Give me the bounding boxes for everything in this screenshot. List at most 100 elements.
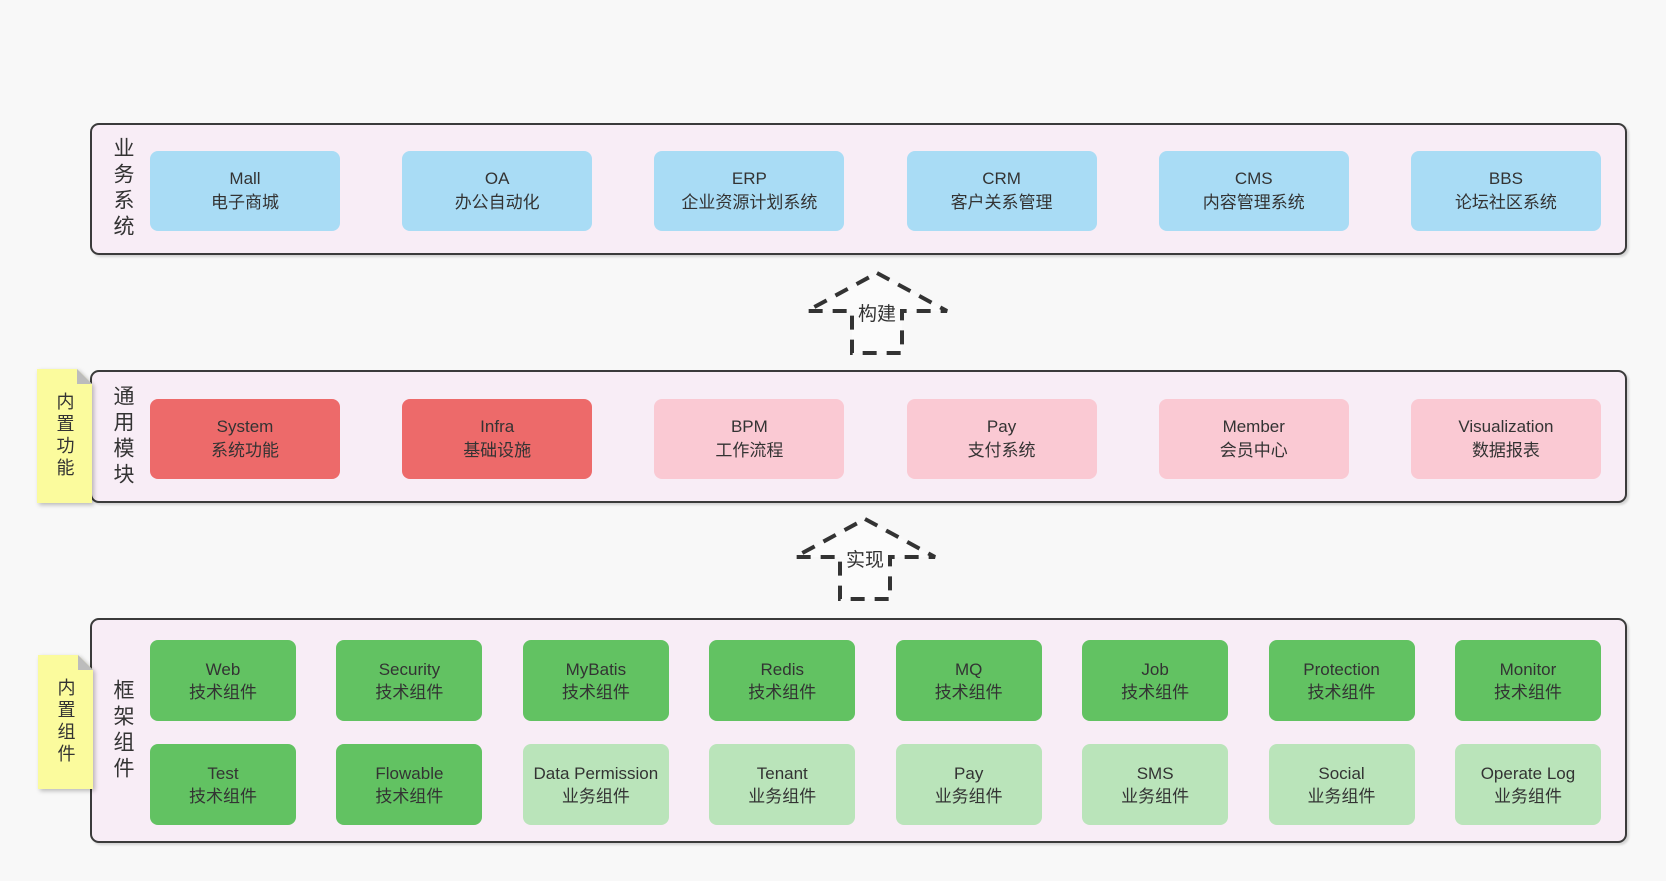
business-box-row: Mall 电子商城 OA 办公自动化 ERP 企业资源计划系统 CRM 客户关系… [150, 151, 1601, 231]
box-oa-name: OA [484, 169, 510, 188]
box-security: Security 技术组件 [336, 640, 483, 721]
box-protection: Protection 技术组件 [1268, 640, 1415, 721]
box-test-desc: 技术组件 [189, 786, 257, 806]
box-pay-component: Pay 业务组件 [895, 744, 1042, 825]
modules-box-row: System 系统功能 Infra 基础设施 BPM 工作流程 Pay 支付系统… [150, 399, 1601, 479]
box-pay-component-desc: 业务组件 [934, 786, 1003, 806]
box-sms-desc: 业务组件 [1121, 786, 1190, 806]
band-common-modules: 通用模块 System 系统功能 Infra 基础设施 BPM 工作流程 Pay… [90, 370, 1627, 503]
box-social: Social 业务组件 [1268, 744, 1415, 825]
box-cms: CMS 内容管理系统 [1158, 151, 1349, 231]
implement-arrow-label: 实现 [842, 545, 888, 572]
box-tenant: Tenant 业务组件 [709, 744, 856, 825]
box-infra-desc: 基础设施 [463, 441, 532, 460]
box-monitor-desc: 技术组件 [1493, 682, 1562, 702]
band-business-systems: 业务系统 Mall 电子商城 OA 办公自动化 ERP 企业资源计划系统 CRM… [90, 123, 1627, 255]
box-redis: Redis 技术组件 [709, 640, 856, 721]
box-protection-desc: 技术组件 [1307, 682, 1376, 702]
box-social-desc: 业务组件 [1307, 786, 1376, 806]
sticky-note-paper [38, 655, 93, 789]
sticky-note-built-in-components: 内置组件 [38, 655, 93, 789]
folded-corner-icon [78, 655, 93, 670]
build-arrow-label: 构建 [854, 299, 900, 326]
folded-corner-icon [77, 369, 92, 384]
box-job-name: Job [1141, 659, 1169, 679]
box-mybatis-name: MyBatis [565, 659, 627, 679]
box-pay-component-name: Pay [954, 763, 984, 783]
box-mq: MQ 技术组件 [895, 640, 1042, 721]
box-tenant-name: Tenant [756, 763, 808, 783]
box-visualization-name: Visualization [1458, 417, 1554, 436]
box-member: Member 会员中心 [1158, 399, 1349, 479]
box-flowable-desc: 技术组件 [375, 786, 444, 806]
box-flowable: Flowable 技术组件 [336, 744, 483, 825]
box-crm-desc: 客户关系管理 [950, 193, 1053, 212]
box-bbs: BBS 论坛社区系统 [1410, 151, 1601, 231]
box-data-permission: Data Permission 业务组件 [522, 744, 669, 825]
box-system-desc: 系统功能 [211, 441, 279, 460]
box-monitor: Monitor 技术组件 [1454, 640, 1601, 721]
box-web: Web 技术组件 [150, 640, 296, 721]
box-protection-name: Protection [1303, 659, 1380, 679]
box-bpm-desc: 工作流程 [715, 441, 784, 460]
box-monitor-name: Monitor [1499, 659, 1557, 679]
box-pay-module-desc: 支付系统 [967, 441, 1036, 460]
band-business-systems-label: 业务系统 [111, 137, 134, 241]
box-crm: CRM 客户关系管理 [906, 151, 1097, 231]
box-system: System 系统功能 [150, 399, 340, 479]
box-redis-desc: 技术组件 [748, 682, 817, 702]
box-data-permission-name: Data Permission [533, 763, 659, 783]
box-member-desc: 会员中心 [1219, 441, 1288, 460]
box-oa: OA 办公自动化 [402, 151, 593, 231]
box-mq-name: MQ [954, 659, 983, 679]
box-cms-name: CMS [1234, 169, 1273, 188]
sticky-note-built-in-features: 内置功能 [37, 369, 92, 503]
box-tenant-desc: 业务组件 [748, 786, 817, 806]
box-pay-module: Pay 支付系统 [906, 399, 1097, 479]
components-box-row-1: Web 技术组件 Security 技术组件 MyBatis 技术组件 Redi… [150, 640, 1601, 721]
box-mybatis-desc: 技术组件 [561, 682, 630, 702]
box-visualization-desc: 数据报表 [1471, 441, 1540, 460]
components-box-row-2: Test 技术组件 Flowable 技术组件 Data Permission … [150, 744, 1601, 825]
box-flowable-name: Flowable [375, 763, 444, 783]
box-data-permission-desc: 业务组件 [561, 786, 630, 806]
box-web-desc: 技术组件 [189, 682, 257, 702]
box-bpm-name: BPM [730, 417, 768, 436]
box-redis-name: Redis [760, 659, 804, 679]
box-social-name: Social [1318, 763, 1365, 783]
box-operate-log: Operate Log 业务组件 [1454, 744, 1601, 825]
box-erp-name: ERP [731, 169, 767, 188]
sticky-note-paper [37, 369, 92, 503]
box-mall-desc: 电子商城 [211, 193, 279, 212]
box-sms: SMS 业务组件 [1082, 744, 1229, 825]
box-test: Test 技术组件 [150, 744, 296, 825]
box-erp: ERP 企业资源计划系统 [654, 151, 845, 231]
box-web-name: Web [205, 659, 241, 679]
box-cms-desc: 内容管理系统 [1202, 193, 1305, 212]
box-bbs-name: BBS [1488, 169, 1523, 188]
implement-arrow: 实现 [790, 516, 940, 602]
box-visualization: Visualization 数据报表 [1410, 399, 1601, 479]
box-operate-log-desc: 业务组件 [1493, 786, 1562, 806]
band-framework-components: 框架组件 Web 技术组件 Security 技术组件 MyBatis 技术组件… [90, 618, 1627, 843]
box-mall-name: Mall [229, 169, 261, 188]
box-oa-desc: 办公自动化 [454, 193, 540, 212]
box-crm-name: CRM [982, 169, 1021, 188]
box-mall: Mall 电子商城 [150, 151, 340, 231]
band-framework-components-label: 框架组件 [111, 678, 134, 783]
sticky-note-built-in-features-label: 内置功能 [54, 392, 75, 480]
box-mq-desc: 技术组件 [934, 682, 1003, 702]
box-sms-name: SMS [1136, 763, 1174, 783]
band-common-modules-label: 通用模块 [111, 384, 134, 489]
box-system-name: System [216, 417, 274, 436]
sticky-note-built-in-components-label: 内置组件 [55, 678, 76, 766]
box-mybatis: MyBatis 技术组件 [522, 640, 669, 721]
box-infra-name: Infra [480, 417, 515, 436]
box-operate-log-name: Operate Log [1480, 763, 1576, 783]
box-infra: Infra 基础设施 [402, 399, 593, 479]
box-bpm: BPM 工作流程 [654, 399, 845, 479]
build-arrow: 构建 [802, 270, 952, 356]
box-bbs-desc: 论坛社区系统 [1454, 193, 1557, 212]
box-security-desc: 技术组件 [375, 682, 444, 702]
